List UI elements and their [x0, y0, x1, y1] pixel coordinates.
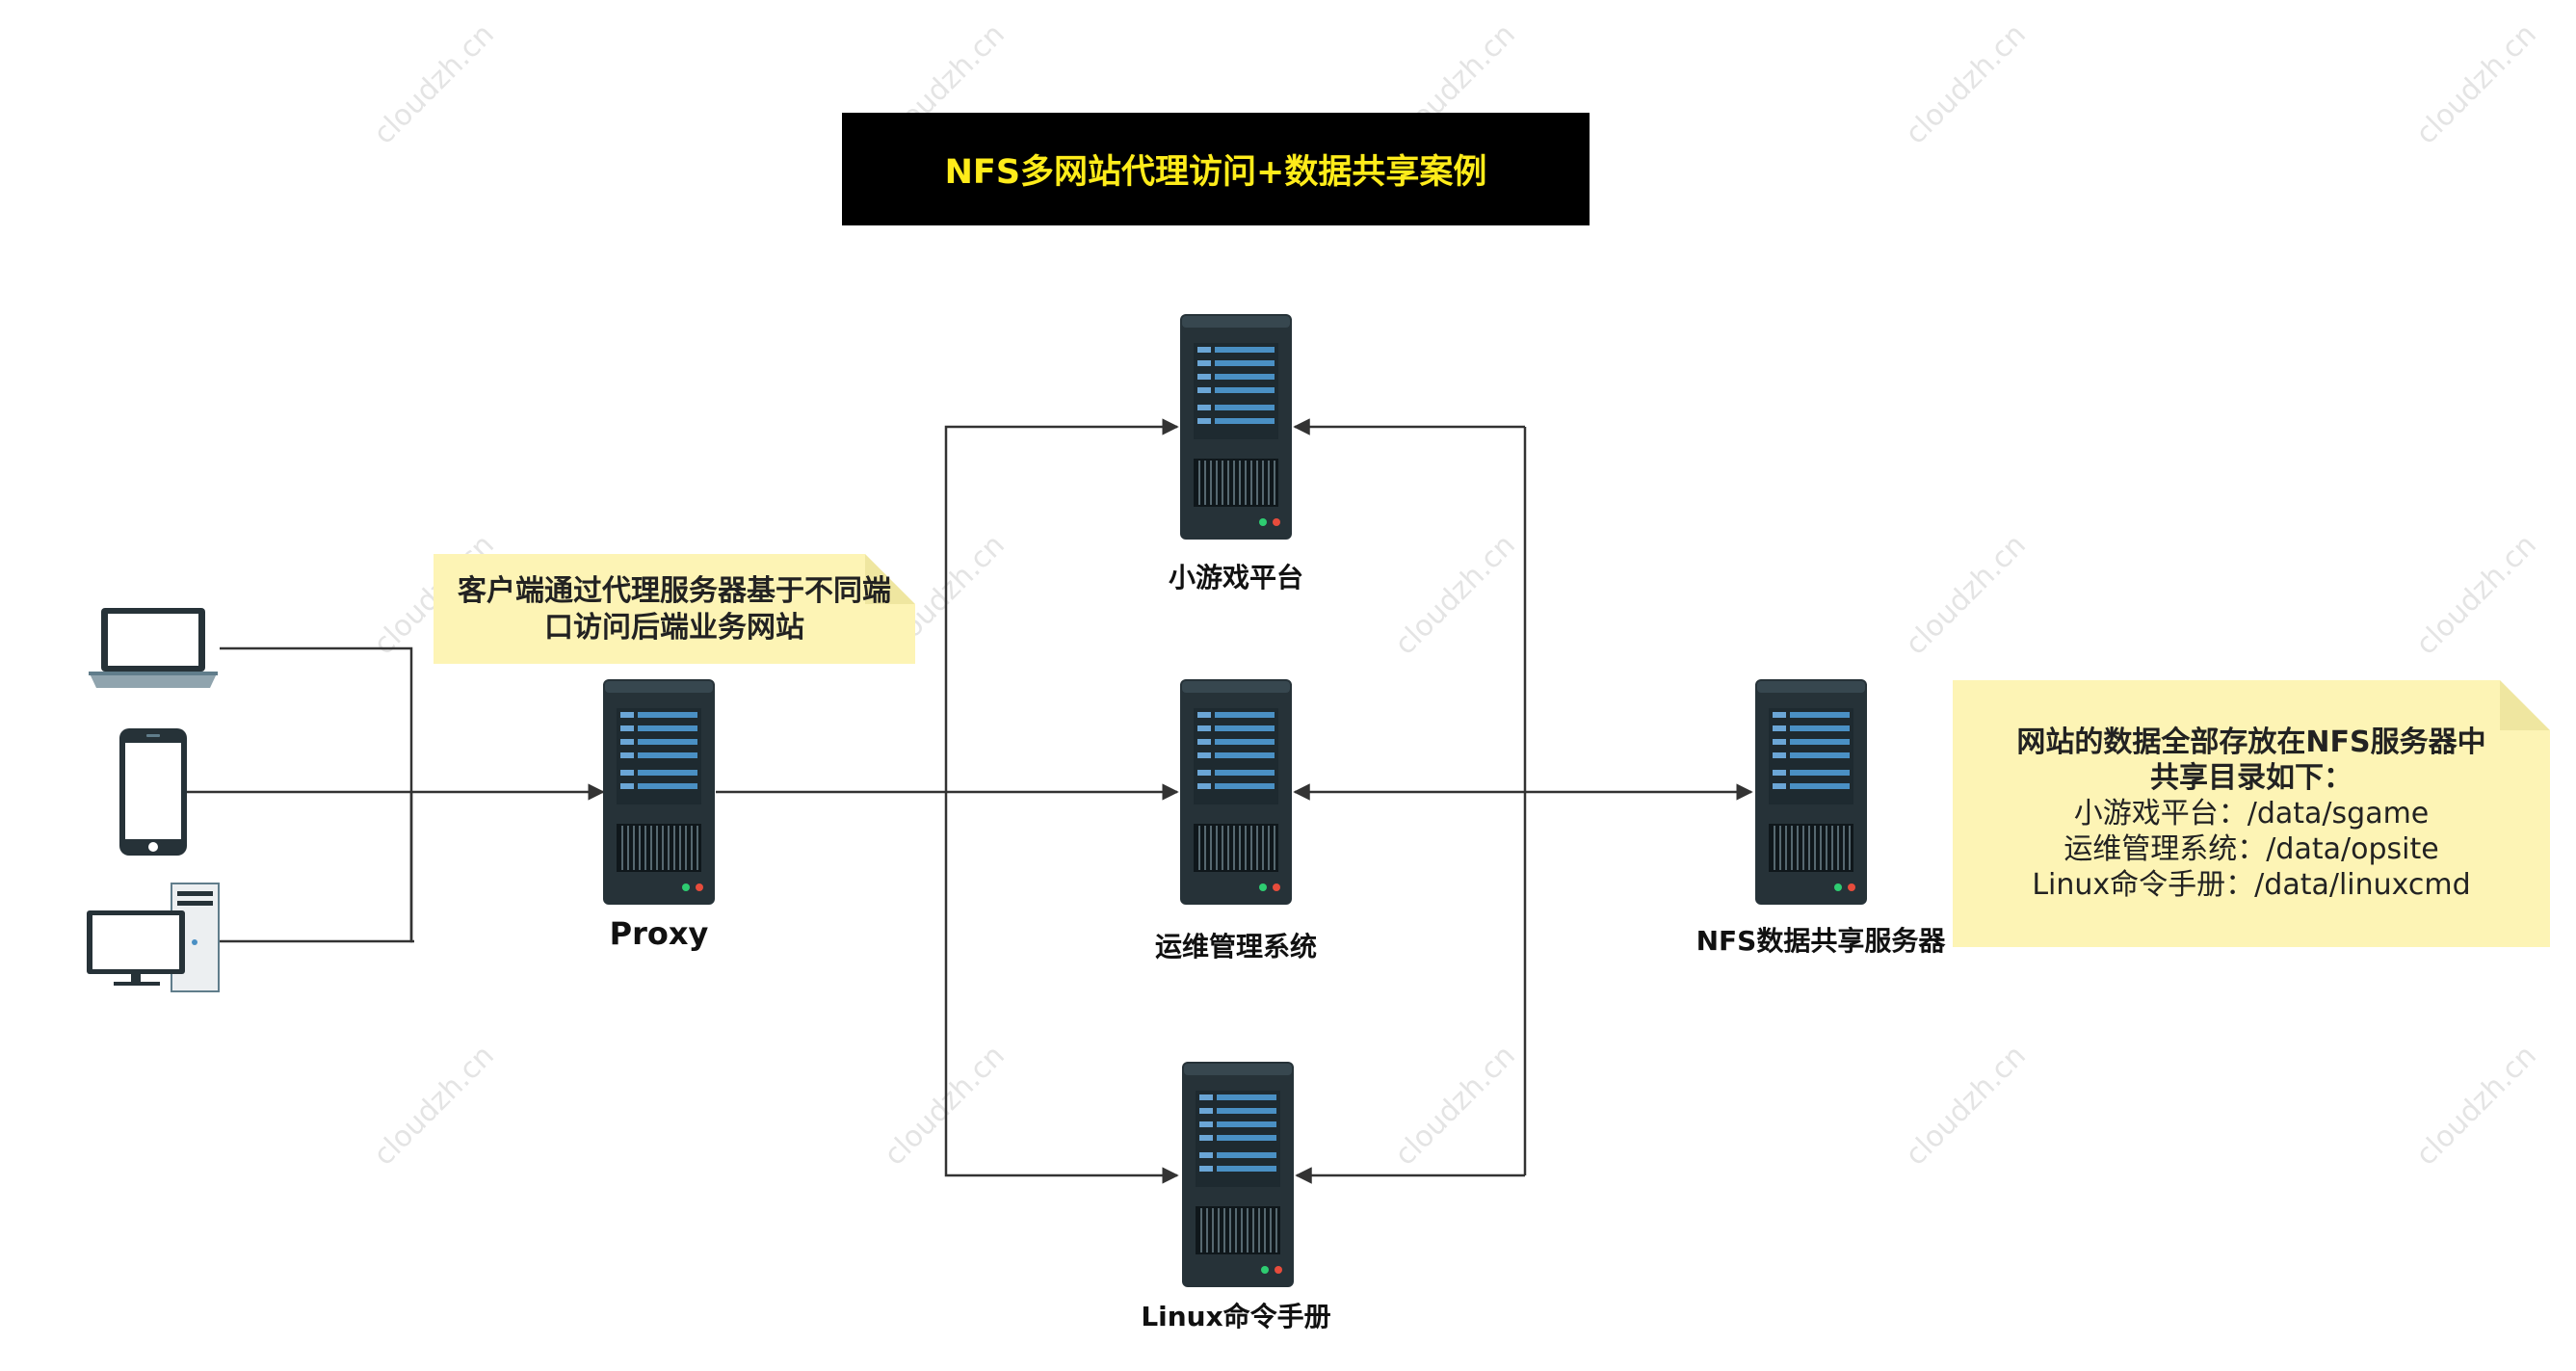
note-line: 共享目录如下： — [2150, 761, 2353, 795]
note-fold — [2500, 680, 2550, 730]
sgame-label: 小游戏平台 — [1168, 562, 1303, 593]
opsite-label: 运维管理系统 — [1154, 931, 1317, 962]
desktop-computer-icon — [87, 883, 220, 992]
sticky-note-proxy: 客户端通过代理服务器基于不同端 口访问后端业务网站 — [434, 554, 915, 664]
note-line: Linux命令手册：/data/linuxcmd — [2032, 868, 2471, 902]
sticky-note-nfs: 网站的数据全部存放在NFS服务器中 共享目录如下： 小游戏平台：/data/sg… — [1953, 680, 2550, 947]
proxy-to-web-arrows — [716, 418, 1179, 1184]
laptop-icon — [89, 608, 218, 688]
nfs-label: NFS数据共享服务器 — [1695, 925, 1946, 957]
note-line: 网站的数据全部存放在NFS服务器中 — [2016, 725, 2486, 759]
linuxcmd-label: Linux命令手册 — [1141, 1301, 1331, 1332]
nfs-server-icon — [1754, 678, 1868, 906]
note-line: 运维管理系统：/data/opsite — [2063, 832, 2439, 866]
proxy-label: Proxy — [609, 915, 709, 952]
opsite-server-icon — [1179, 678, 1293, 906]
note-line: 口访问后端业务网站 — [544, 611, 804, 645]
nfs-to-web-arrows — [1293, 418, 1753, 1184]
note-fold — [865, 554, 915, 604]
note-line: 小游戏平台：/data/sgame — [2073, 797, 2430, 831]
proxy-server-icon — [602, 678, 716, 906]
sgame-server-icon — [1179, 313, 1293, 540]
client-connectors — [187, 646, 414, 943]
diagram-title-box: NFS多网站代理访问+数据共享案例 — [842, 113, 1590, 225]
note-line: 客户端通过代理服务器基于不同端 — [458, 574, 891, 608]
linuxcmd-server-icon — [1181, 1061, 1295, 1288]
smartphone-icon — [119, 728, 187, 856]
diagram-title: NFS多网站代理访问+数据共享案例 — [944, 153, 1487, 192]
